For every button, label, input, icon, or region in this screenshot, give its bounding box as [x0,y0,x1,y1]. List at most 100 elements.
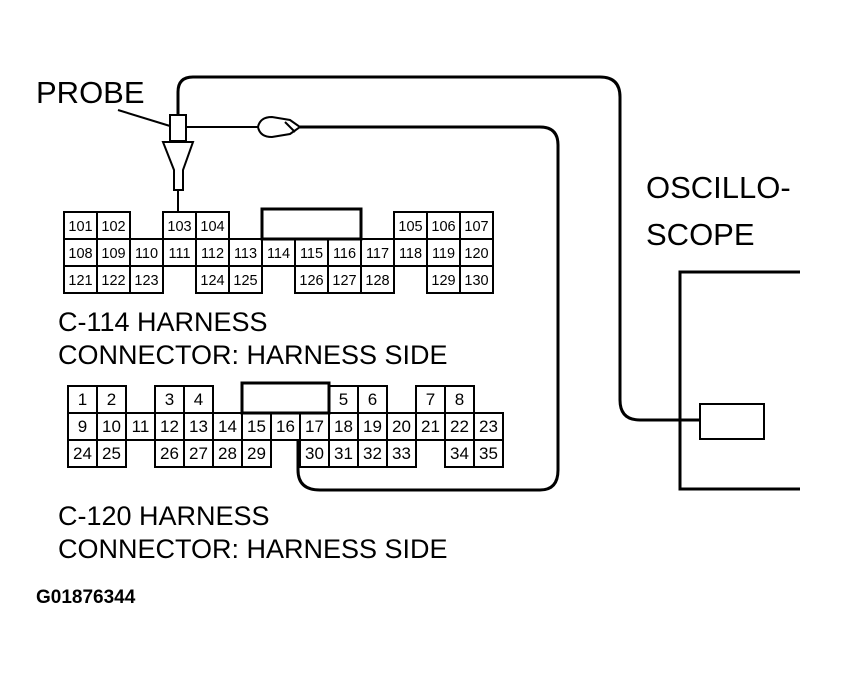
c120-label-line1: C-120 HARNESS [58,501,270,531]
pin-label: 26 [160,444,179,463]
pin-label: 118 [399,246,422,262]
pin-label: 116 [333,246,356,262]
pin-label: 19 [363,417,382,436]
pin-label: 25 [102,444,121,463]
pin-label: 28 [218,444,237,463]
connector-c114: 101 102 103 104 105 106 107 108 109 110 111 112 113 1… [63,207,494,294]
pin-label: 2 [107,390,116,409]
pin-label: 106 [431,219,455,235]
pin-label: 125 [233,273,257,289]
pin-label: 128 [365,273,389,289]
pin-cell [241,439,272,468]
pin-label: 114 [267,246,290,262]
pin-label: 120 [464,246,488,262]
pin-label: 119 [432,246,455,262]
probe-signal-lead [176,75,700,422]
ground-clip [256,115,302,139]
pin-label: 130 [464,273,488,289]
pin-cell [357,439,388,468]
oscilloscope-input-jack [699,403,765,440]
pin-label: 110 [135,246,158,262]
oscilloscope [678,270,800,491]
pin-label: 33 [392,444,411,463]
pin-cell [67,439,98,468]
pin-cell [63,265,98,294]
pin-label: 101 [68,219,92,235]
pin-label: 102 [101,219,125,235]
pin-label: 108 [68,246,92,262]
pin-cell [212,412,243,441]
pin-label: 129 [431,273,455,289]
pin-cell [459,238,494,267]
pin-label: 109 [101,246,125,262]
oscilloscope-label-line2: SCOPE [646,217,755,252]
pin-cell [96,211,131,240]
pin-label: 15 [247,417,266,436]
pin-cell [129,265,164,294]
pin-cell [183,439,214,468]
pin-cell [459,211,494,240]
pin-label: 29 [247,444,266,463]
pin-label: 18 [334,417,353,436]
pin-cell [426,265,461,294]
pin-label: 3 [165,390,174,409]
pin-cell [415,385,446,414]
pin-label: 24 [73,444,92,463]
oscilloscope-label-line1: OSCILLO- [646,170,791,205]
pin-label: 13 [189,417,208,436]
pin-label: 31 [334,444,353,463]
pin-label: 5 [339,390,348,409]
pin-cell [96,265,131,294]
pin-label: 126 [299,273,323,289]
pin-label: 113 [234,246,257,262]
pin-cell [459,265,494,294]
pin-label: 107 [464,219,488,235]
pin-cell [327,265,362,294]
connector-key-slot [240,381,331,415]
pin-label: 23 [479,417,498,436]
pin-cell [294,238,329,267]
pin-cell [426,211,461,240]
pin-label: 35 [479,444,498,463]
pin-label: 30 [305,444,324,463]
pin-label: 112 [201,246,224,262]
pin-label: 9 [78,417,87,436]
pin-label: 32 [363,444,382,463]
pin-label: 6 [368,390,377,409]
pin-label: 8 [455,390,464,409]
pin-label: 34 [450,444,469,463]
pin-label: 127 [332,273,356,289]
pin-label: 124 [200,273,224,289]
pin-label: 21 [421,417,440,436]
pin-label: 12 [160,417,179,436]
pin-label: 117 [366,246,389,262]
pin-cell [473,439,504,468]
pin-label: 105 [398,219,422,235]
pin-cell [228,265,263,294]
pin-label: 4 [194,390,203,409]
pin-label: 115 [300,246,323,262]
pin-label: 122 [101,273,125,289]
pin-cell [473,412,504,441]
pin-label: 123 [134,273,158,289]
pin-cell [386,439,417,468]
c114-label-line1: C-114 HARNESS [58,307,268,337]
pin-label: 20 [392,417,411,436]
c120-label-line2: CONNECTOR: HARNESS SIDE [58,534,448,564]
pin-label: 111 [168,246,190,262]
pin-label: 104 [200,219,224,235]
pin-label: 121 [68,273,92,289]
pin-label: 103 [167,219,191,235]
c114-label-line2: CONNECTOR: HARNESS SIDE [58,340,448,370]
pin-label: 1 [78,390,87,409]
pin-label: 14 [218,417,237,436]
pin-label: 11 [132,417,150,436]
connector-key-slot [260,207,363,241]
pin-cell [96,439,127,468]
figure-code: G01876344 [36,587,136,608]
pin-label: 10 [102,417,121,436]
pin-label: 17 [305,417,324,436]
pin-cell [444,439,475,468]
